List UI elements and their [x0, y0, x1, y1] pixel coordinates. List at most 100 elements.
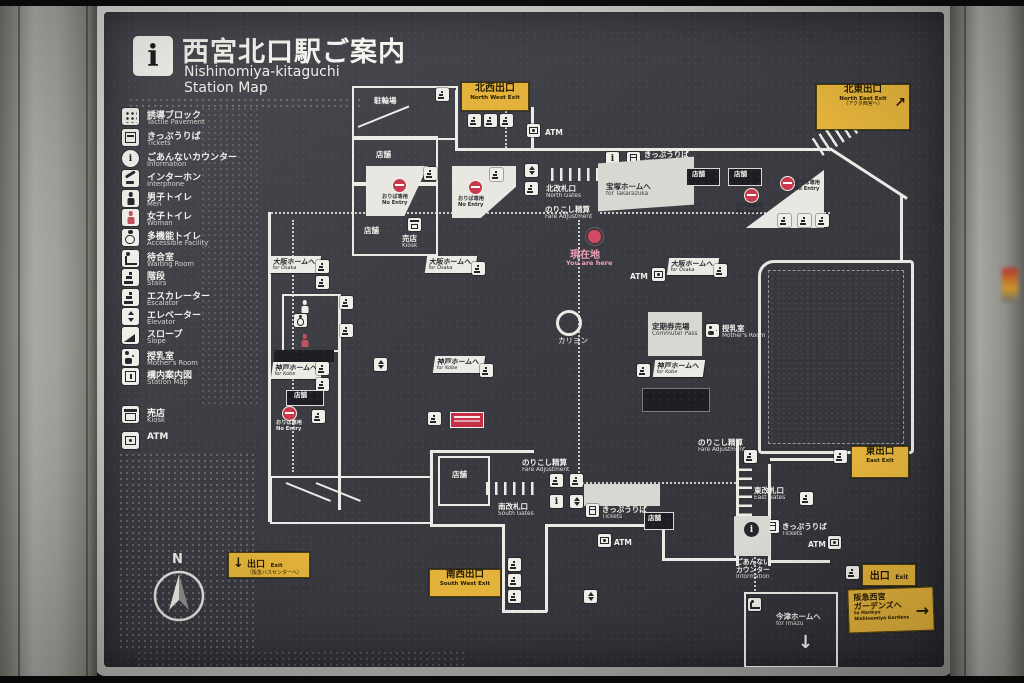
info-icon: i [133, 36, 173, 76]
metal-post-right [950, 0, 1024, 683]
wall-line [662, 524, 665, 560]
arrow-ne-icon: ↗ [894, 95, 906, 111]
stairs-icon [800, 492, 813, 505]
stairs-icon [778, 214, 791, 227]
shop-label: 店舗 [452, 470, 467, 479]
men-icon [122, 190, 139, 207]
bicycle-parking-room [352, 86, 458, 140]
background-object [1002, 268, 1018, 302]
shop-label: 店舗 [692, 170, 705, 178]
atm-icon [652, 268, 665, 281]
board-scene: i 西宮北口駅ご案内 Nishinomiya-kitaguchi Station… [104, 12, 944, 667]
slope-icon [122, 327, 139, 344]
shop-label: 店舗 [648, 514, 661, 522]
photo-bottom-edge [0, 676, 1024, 683]
information-icon: i [550, 495, 563, 508]
stairs-icon [816, 214, 829, 227]
service-room [274, 350, 334, 362]
board-frame: i 西宮北口駅ご案内 Nishinomiya-kitaguchi Station… [95, 3, 953, 676]
waiting-room-icon [748, 598, 761, 611]
elevator-icon [374, 358, 387, 371]
metal-post-left [0, 0, 97, 683]
stairs-icon [312, 410, 325, 423]
atm-label: ATM [630, 272, 648, 281]
wall-line [545, 524, 664, 527]
info-glyph: i [147, 38, 159, 74]
elevator-icon [584, 590, 597, 603]
wall-line [829, 147, 908, 200]
charge-machine-sign [450, 412, 484, 428]
station-map-icon [122, 368, 139, 385]
accessible-icon [122, 229, 139, 246]
escalator-icon [122, 289, 139, 306]
atm-label: ATM [614, 538, 632, 547]
wall-line [768, 464, 771, 566]
wall-line [736, 440, 739, 566]
stairs-icon [744, 450, 757, 463]
you-are-here-marker [588, 230, 601, 243]
stairs-icon [428, 412, 441, 425]
southwest-ramp-room [270, 476, 432, 524]
ticket-machine-icon [122, 129, 139, 146]
stairs-icon [122, 269, 139, 286]
shop-room [286, 390, 324, 406]
atm-icon [828, 536, 841, 549]
shop-label: 店舗 [294, 391, 307, 399]
women-icon [300, 334, 309, 347]
board-title-en1: Nishinomiya-kitaguchi [184, 64, 340, 80]
escalator-icon [508, 574, 521, 587]
north-ticket-gates [551, 168, 599, 181]
exit-east: 東出口 East Exit [851, 446, 909, 478]
stairs-icon [490, 168, 503, 181]
stairs-icon [798, 214, 811, 227]
no-entry-icon [392, 178, 407, 193]
station-map-board: i 西宮北口駅ご案内 Nishinomiya-kitaguchi Station… [104, 12, 944, 667]
compass-rose [153, 570, 205, 622]
compass: N [148, 552, 212, 626]
wall-line [770, 458, 834, 461]
alighting-area [452, 166, 516, 218]
tactile-pavement-icon [122, 108, 139, 125]
shop-label: 店舗 [364, 226, 379, 235]
south-ticket-gates [486, 482, 534, 495]
shop-room [438, 456, 490, 506]
you-are-here-en: You are here [566, 259, 613, 267]
shop-room [644, 512, 674, 530]
compass-north-label: N [172, 552, 183, 567]
imazu-platform-area [744, 592, 838, 667]
tactile-path [578, 482, 736, 484]
wall-line [770, 560, 830, 563]
braille-text [128, 97, 363, 108]
elevator-icon [122, 308, 139, 325]
arrow-down-icon: ↓ [233, 556, 244, 571]
exit-south-west: 南西出口 South West Exit [429, 569, 501, 597]
information-icon: i [122, 150, 139, 167]
interphone-icon [122, 170, 139, 187]
tactile-path [268, 212, 568, 214]
stairs-icon [525, 182, 538, 195]
shop-room [728, 168, 762, 186]
wall-line [900, 196, 903, 262]
exit-south-east: 出口 Exit [862, 564, 916, 586]
stairs-icon [316, 276, 329, 289]
service-room [642, 388, 710, 412]
